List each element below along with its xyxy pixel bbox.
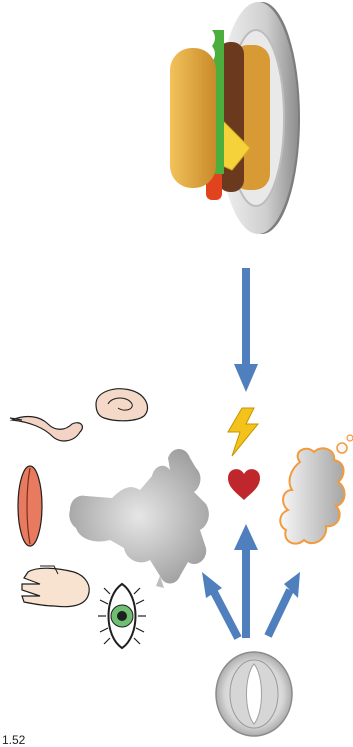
heart-icon	[228, 469, 260, 500]
vagina-symbol-icon	[216, 652, 292, 736]
thought-cloud-icon	[280, 435, 353, 544]
top-bun	[170, 48, 216, 188]
hand-icon	[22, 566, 89, 607]
arrow-up-left-icon	[202, 572, 238, 638]
ear-icon	[96, 389, 148, 421]
arrow-up-icon	[234, 524, 258, 638]
corner-label: 1.52	[2, 733, 25, 747]
arrow-down-icon	[234, 268, 258, 392]
lightning-icon	[228, 408, 258, 456]
eye-icon	[98, 584, 146, 648]
lips-icon	[18, 466, 42, 546]
arrow-up-right-icon	[268, 572, 300, 636]
nose-icon	[10, 417, 82, 441]
burger-on-plate-icon	[170, 2, 300, 234]
human-figure-icon	[69, 449, 209, 588]
